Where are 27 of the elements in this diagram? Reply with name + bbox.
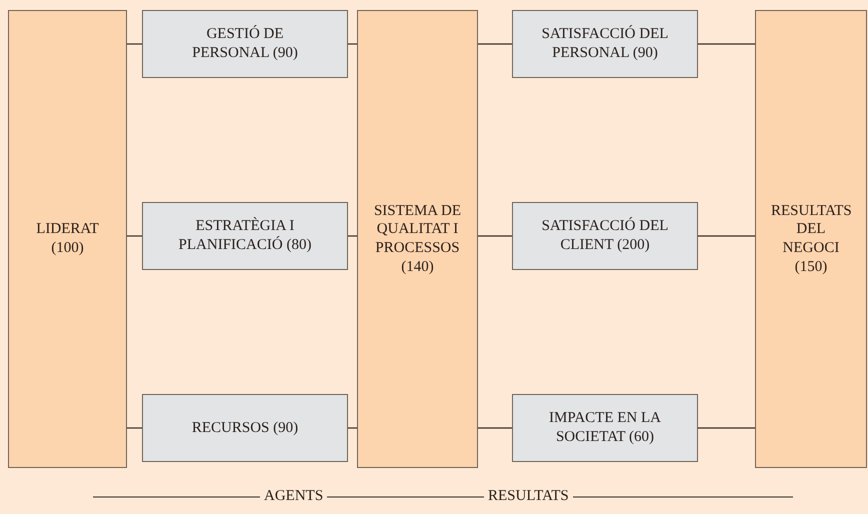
box-label: SISTEMA DE QUALITAT I PROCESSOS (140) (372, 202, 462, 276)
box-label: IMPACTE EN LA SOCIETAT (60) (548, 409, 662, 447)
box-label: RECURSOS (90) (192, 418, 298, 438)
criterion-box (142, 10, 348, 78)
connector-line (127, 427, 142, 429)
connector-line (127, 235, 142, 237)
box-label: GESTIÓ DE PERSONAL (90) (191, 25, 299, 63)
connector-line (698, 43, 755, 45)
box-label: ESTRATÈGIA I PLANIFICACIÓ (80) (178, 217, 312, 255)
connector-line (698, 235, 755, 237)
criterion-box (142, 202, 348, 270)
box-label: SATISFACCIÓ DEL CLIENT (200) (540, 217, 670, 255)
criterion-box (512, 394, 698, 462)
connector-line (478, 235, 512, 237)
category-column (8, 10, 127, 468)
connector-line (698, 427, 755, 429)
criterion-box (512, 202, 698, 270)
connector-line (478, 427, 512, 429)
connector-line (127, 43, 142, 45)
criterion-box (512, 10, 698, 78)
category-column (357, 10, 478, 468)
box-label: RESULTATS DEL NEGOCI (150) (771, 202, 851, 276)
connector-line (478, 43, 512, 45)
criterion-box (142, 394, 348, 462)
box-label: SATISFACCIÓ DEL PERSONAL (90) (540, 25, 670, 63)
box-label: LIDERAT (100) (35, 220, 100, 258)
category-column (755, 10, 867, 468)
